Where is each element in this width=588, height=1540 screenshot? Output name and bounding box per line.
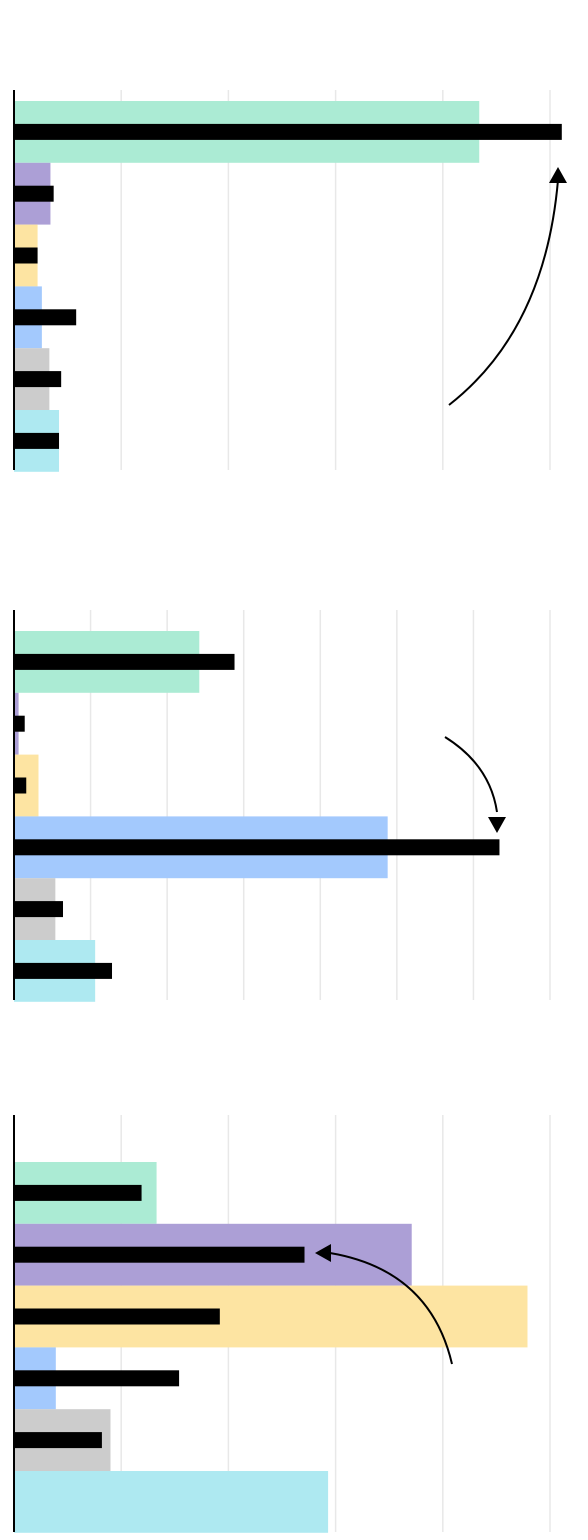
bar-overlay-category-5	[14, 1432, 102, 1449]
bar-overlay-category-2	[14, 185, 54, 202]
bar-overlay-category-1	[14, 653, 235, 670]
annotation-arrowhead	[549, 167, 567, 183]
bar-overlay-category-2	[14, 1246, 305, 1263]
bar-overlay-category-4	[14, 1370, 180, 1387]
bar-overlay-category-3	[14, 247, 38, 264]
bar-overlay-category-3	[14, 777, 27, 794]
bar-chart-3	[13, 1115, 551, 1533]
bar-overlay-category-4	[14, 309, 77, 326]
annotation-arrow	[444, 736, 498, 813]
annotation-arrow	[329, 1252, 453, 1365]
bar-category-6	[14, 1471, 329, 1533]
bar-chart-1	[13, 90, 567, 472]
bar-overlay-category-5	[14, 901, 64, 918]
bar-overlay-category-6	[14, 962, 113, 979]
bar-chart-2	[13, 610, 551, 1002]
bar-overlay-category-6	[14, 432, 60, 449]
bar-overlay-category-5	[14, 371, 62, 388]
annotation-arrowhead	[488, 817, 506, 833]
bar-overlay-category-2	[14, 715, 25, 732]
annotation-arrowhead	[315, 1244, 331, 1262]
bar-overlay-category-1	[14, 1184, 142, 1201]
bar-overlay-category-1	[14, 123, 562, 140]
annotation-arrow	[448, 179, 559, 406]
bar-overlay-category-3	[14, 1308, 220, 1325]
bar-overlay-category-4	[14, 839, 500, 856]
